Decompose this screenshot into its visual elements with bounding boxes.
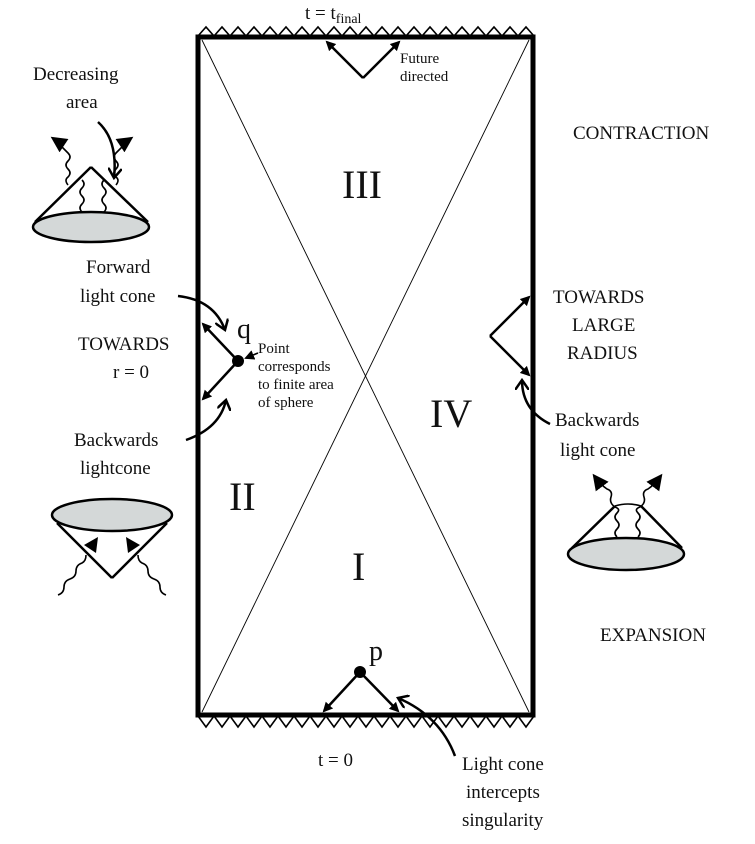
right-side-cone [489,295,531,377]
region-IV-label: IV [430,391,472,436]
backwards-lightcone-label-1: Backwards [74,430,158,451]
bottom-boundary-label: t = 0 [318,750,353,771]
region-I-label: I [352,544,365,589]
forward-light-cone-arrow [177,294,225,330]
future-directed-label-1: Future [400,51,440,67]
point-p-cone [322,666,400,713]
point-q-cones [201,322,244,401]
region-II-label: II [229,474,256,519]
decreasing-area-arrow [97,121,115,178]
point-p-label: p [369,636,383,667]
top-boundary-label: t = tfinal [305,3,362,27]
diagonal-horizon-2 [201,39,530,713]
spacetime-frame [195,34,536,718]
expanding-sphere-icon [566,473,686,572]
future-directed-label-2: directed [400,69,449,85]
backwards-lightcone-arrow [185,400,226,442]
decreasing-area-label-1: Decreasing [33,64,119,85]
future-directed-cone [325,40,401,79]
past-singularity-zigzag [197,714,535,729]
point-p-dot [354,666,366,678]
decreasing-area-label-2: area [66,92,98,113]
towards-large-radius-label-1: TOWARDS [553,287,645,308]
point-note-line-3: to finite area [258,377,334,393]
forward-light-cone-label-1: Forward [86,257,151,278]
backwards-lightcone-sphere-icon [50,497,174,596]
intercepts-arrow [398,698,457,757]
backwards-light-cone-arrow [522,380,551,426]
contraction-label: CONTRACTION [573,123,709,144]
backwards-lightcone-label-2: lightcone [80,458,151,479]
contracting-sphere-icon [31,136,151,244]
region-III-label: III [342,162,382,207]
towards-r0-label-2: r = 0 [113,362,149,383]
intercepts-label-3: singularity [462,810,544,831]
point-q-dot [232,355,244,367]
point-note-arrow [244,350,259,360]
point-note-line-4: of sphere [258,395,314,411]
point-q-label: q [237,314,251,345]
future-singularity-zigzag [197,25,535,38]
expansion-label: EXPANSION [600,625,706,646]
forward-light-cone-label-2: light cone [80,286,155,307]
towards-large-radius-label-3: RADIUS [567,343,638,364]
intercepts-label-1: Light cone [462,754,544,775]
towards-large-radius-label-2: LARGE [572,315,635,336]
towards-r0-label-1: TOWARDS [78,334,170,355]
intercepts-label-2: intercepts [466,782,540,803]
point-note-line-1: Point [258,341,291,357]
backwards-light-cone-label-2: light cone [560,440,635,461]
backwards-light-cone-label-1: Backwards [555,410,639,431]
point-note-line-2: corresponds [258,359,331,375]
